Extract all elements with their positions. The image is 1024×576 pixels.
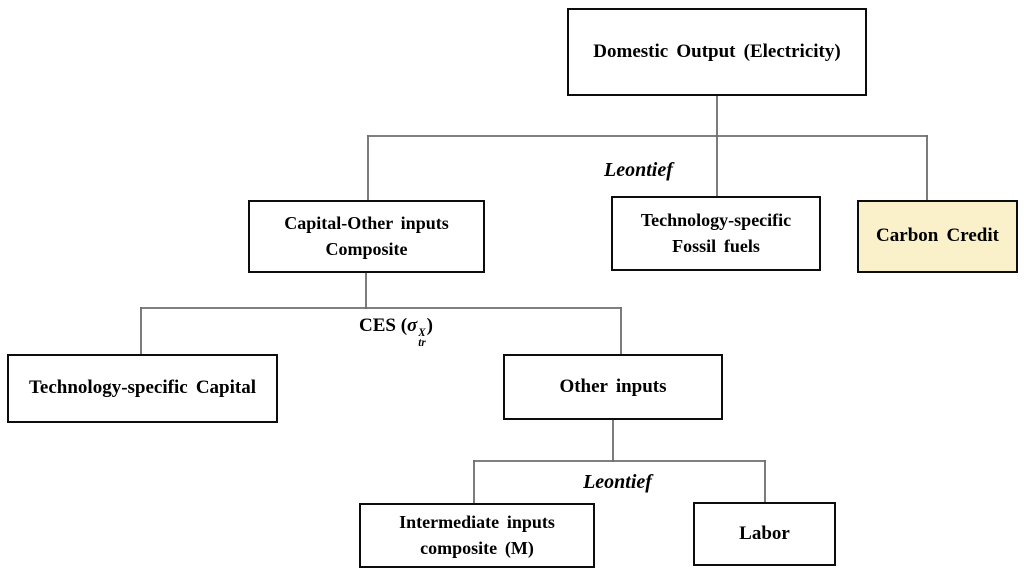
node-carbon-credit: Carbon Credit <box>857 200 1018 273</box>
node-technology-specific-capital: Technology-specific Capital <box>7 354 278 423</box>
ces-prefix: CES ( <box>359 315 408 336</box>
node-domestic-output: Domestic Output (Electricity) <box>567 8 867 96</box>
node-capital-other-composite: Capital-Other inputs Composite <box>248 200 485 273</box>
connector-group <box>140 96 928 504</box>
ces-sigma-symbol: σ <box>407 315 418 336</box>
ces-subscript: tr <box>418 337 426 350</box>
ces-suffix: ) <box>426 315 433 336</box>
ces-superscript: X <box>418 326 426 339</box>
node-intermediate-inputs-composite: Intermediate inputs composite (M) <box>359 503 595 568</box>
edge-label-leontief-bottom: Leontief <box>583 471 652 493</box>
node-technology-specific-fossil-fuels: Technology-specific Fossil fuels <box>611 196 821 271</box>
node-labor: Labor <box>693 502 836 566</box>
edge-label-leontief-top: Leontief <box>604 159 673 181</box>
node-other-inputs: Other inputs <box>503 354 723 420</box>
